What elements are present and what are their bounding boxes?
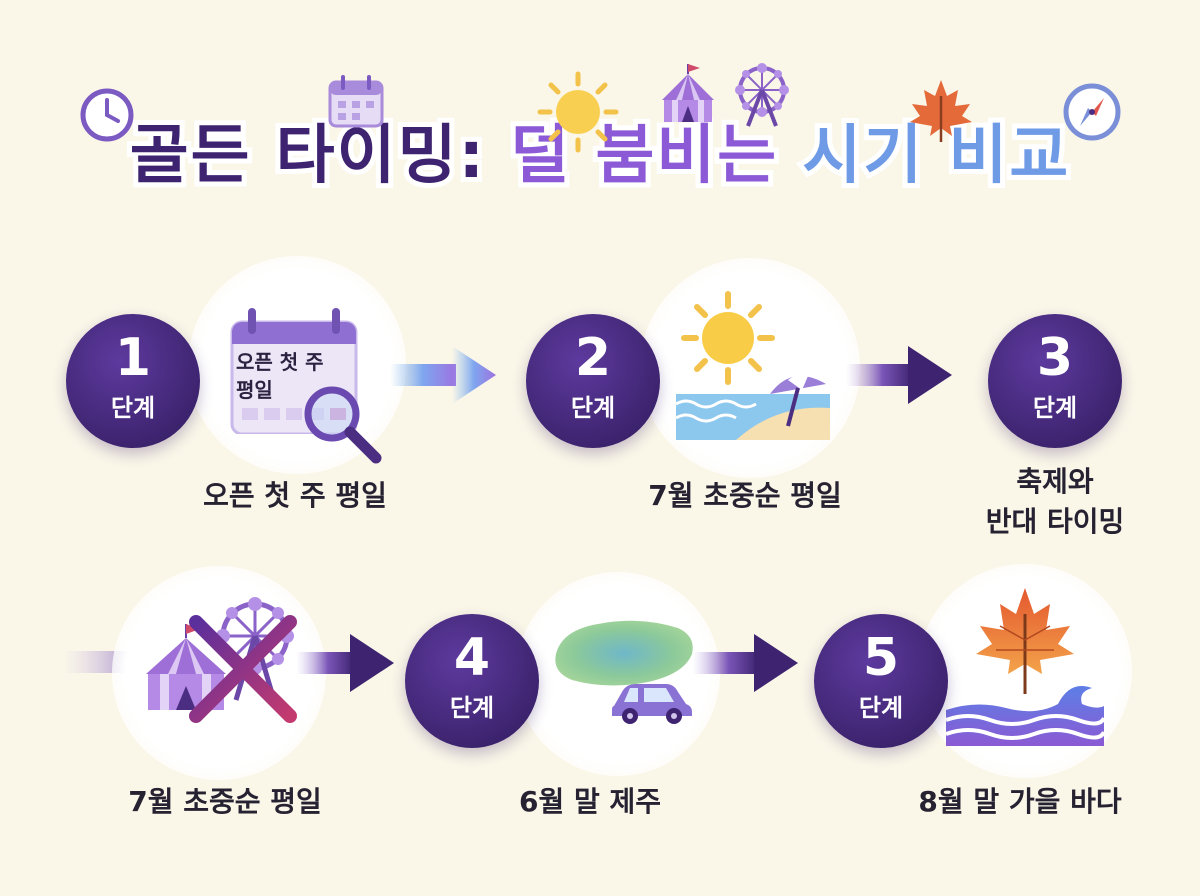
ferris-wheel-icon	[735, 63, 789, 127]
circus-tent-icon	[662, 64, 714, 122]
title-part-2: 덜 붐비는	[505, 114, 781, 198]
step-1-number: 1	[114, 328, 152, 388]
clock-icon	[80, 88, 134, 142]
step-5-number: 5	[862, 628, 900, 688]
calendar-icon	[328, 75, 384, 128]
magnifier-icon	[304, 386, 382, 464]
step2-backdrop	[640, 258, 860, 478]
step-2-badge: 2 단계	[526, 314, 660, 448]
calendar-card-text-line1: 오픈 첫 주	[236, 350, 324, 374]
calendar-card-text-line2: 평일	[236, 378, 273, 402]
maple-leaf-icon	[910, 80, 972, 142]
step-3-number: 3	[1036, 328, 1074, 388]
title-part-1: 골든 타이밍:	[125, 114, 489, 198]
step-1-label: 오픈 첫 주 평일	[203, 479, 387, 512]
step-1-badge: 1 단계	[66, 314, 200, 448]
arrow-4-to-5	[692, 634, 798, 692]
step-3-unit: 단계	[1032, 394, 1078, 422]
wave-icon	[946, 686, 1104, 746]
step-1-unit: 단계	[110, 394, 156, 422]
compass-icon	[1063, 83, 1121, 141]
step-4-badge: 4 단계	[405, 614, 539, 748]
sea-icon	[676, 394, 830, 440]
step-5-unit: 단계	[858, 694, 904, 722]
page-title: 골든 타이밍: 덜 붐비는 시기 비교	[0, 104, 1200, 198]
cross-icon	[189, 615, 297, 723]
arrow-crossed-to-4	[296, 634, 394, 692]
step-3-badge: 3 단계	[988, 314, 1122, 448]
step-2-number: 2	[574, 328, 612, 388]
step-4-unit: 단계	[449, 694, 495, 722]
step-4-label: 6월 말 제주	[518, 785, 662, 818]
step-2-label: 7월 초중순 평일	[648, 479, 842, 512]
sun-icon	[681, 291, 775, 385]
jeju-island-icon	[555, 620, 693, 686]
step-3-label-line2: 반대 타이밍	[985, 505, 1125, 538]
maple-leaf-icon	[976, 588, 1074, 694]
step-2-unit: 단계	[570, 394, 616, 422]
step-3-label-line1: 축제와	[1016, 465, 1094, 498]
arrow-1-to-2	[390, 346, 496, 404]
step-5-label: 8월 말 가을 바다	[918, 785, 1122, 818]
arrow-2-to-3	[846, 346, 952, 404]
step-4-number: 4	[453, 628, 491, 688]
sun-icon	[537, 71, 619, 153]
step-5-badge: 5 단계	[814, 614, 948, 748]
car-icon	[612, 684, 692, 724]
crossed-item-label: 7월 초중순 평일	[128, 785, 322, 818]
beach-umbrella-icon	[770, 374, 826, 427]
